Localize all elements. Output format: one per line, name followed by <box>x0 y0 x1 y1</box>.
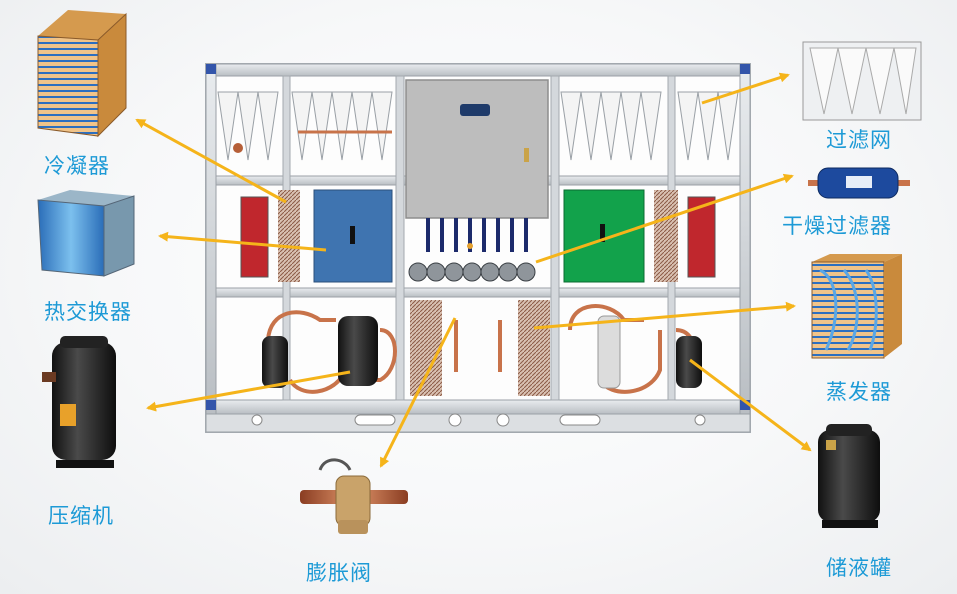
arrow-condenser <box>135 118 287 204</box>
arrow-heat-exchanger <box>158 231 327 252</box>
arrow-evaporator <box>533 301 796 330</box>
arrow-receiver <box>689 358 812 452</box>
label-drier-filter: 干燥过滤器 <box>782 214 892 238</box>
expansion-valve-image <box>300 458 408 534</box>
label-heat-exchanger: 热交换器 <box>44 300 132 324</box>
label-expansion-valve: 膨胀阀 <box>306 561 372 585</box>
drier-filter-image <box>808 167 910 199</box>
callout-arrows <box>135 72 812 468</box>
arrow-expansion-valve <box>379 317 457 468</box>
label-compressor: 压缩机 <box>48 504 114 528</box>
condenser-image <box>37 10 127 138</box>
label-filter: 过滤网 <box>826 128 892 152</box>
label-receiver: 储液罐 <box>826 556 892 580</box>
arrow-drier-filter <box>535 173 794 264</box>
receiver-image <box>818 424 880 528</box>
label-condenser: 冷凝器 <box>44 154 110 178</box>
compressor-image <box>42 336 116 468</box>
label-evaporator: 蒸发器 <box>826 380 892 404</box>
arrow-filter <box>701 72 790 105</box>
arrow-compressor <box>146 370 351 412</box>
heat-exchanger-image <box>37 190 135 277</box>
filter-image <box>802 41 922 121</box>
evaporator-image <box>811 254 902 359</box>
